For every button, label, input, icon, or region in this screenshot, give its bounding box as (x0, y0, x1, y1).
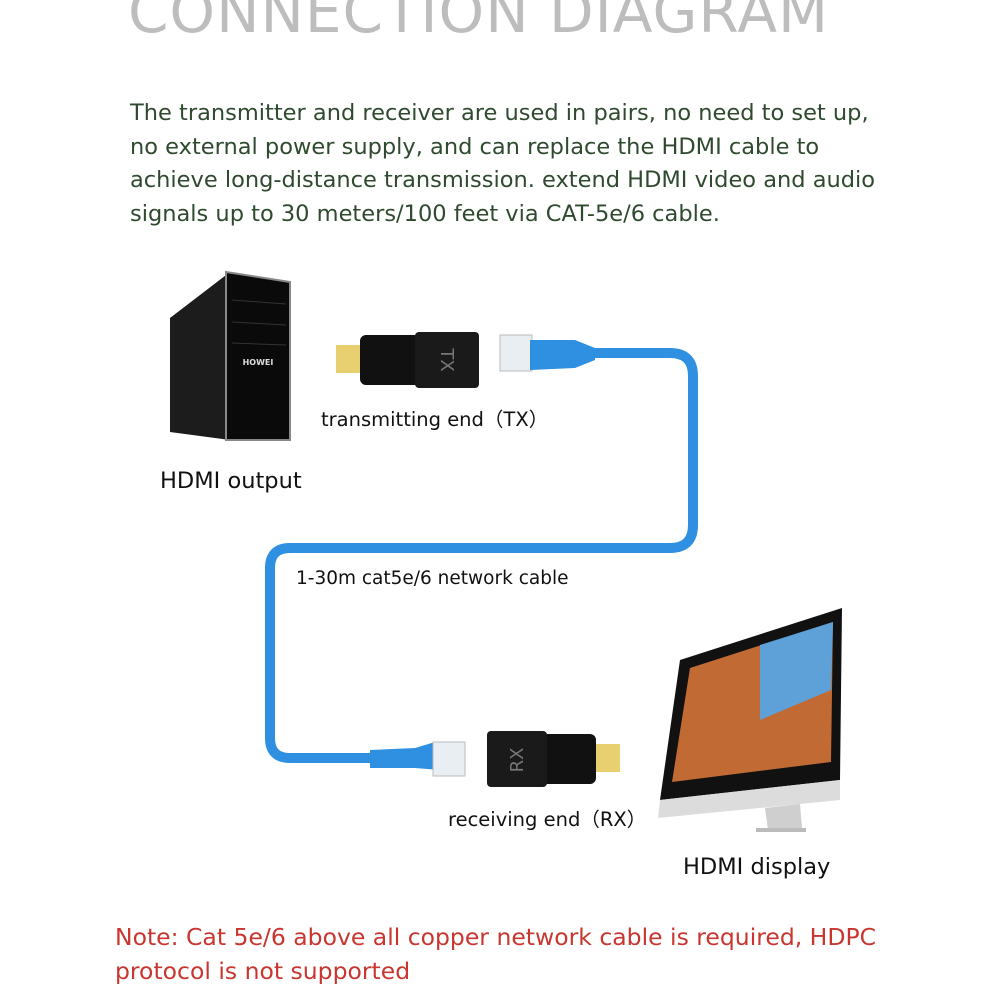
pc-brand: HOWEI (243, 358, 274, 367)
tx-mark: TX (436, 347, 457, 371)
intro-paragraph: The transmitter and receiver are used in… (130, 100, 876, 227)
hdmi-display-label: HDMI display (683, 854, 831, 880)
tx-label: transmitting end（TX） (321, 408, 549, 431)
pc-tower-icon: HOWEI (170, 270, 291, 441)
note-text: Note: Cat 5e/6 above all copper network … (115, 923, 877, 985)
rx-mark: RX (507, 748, 528, 773)
network-cable (265, 348, 698, 763)
tx-adapter-icon: TX (336, 332, 479, 388)
imac-display-icon (658, 608, 842, 832)
hdmi-output-label: HDMI output (160, 468, 302, 494)
rj45-plug-tx-icon (499, 334, 595, 372)
cable-label: 1-30m cat5e/6 network cable (296, 568, 569, 589)
rx-label: receiving end（RX） (448, 808, 647, 831)
page-title: CONNECTION DIAGRAM (127, 0, 830, 46)
rj45-plug-rx-icon (370, 741, 466, 777)
rx-adapter-icon: RX (487, 731, 620, 787)
